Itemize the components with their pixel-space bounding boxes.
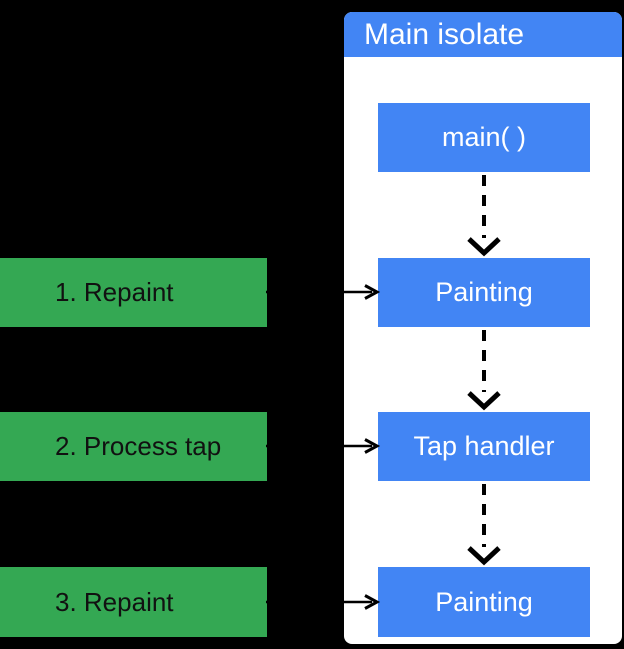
flow-node-label: Painting <box>435 586 533 617</box>
right-arrow-icon <box>266 436 381 456</box>
step-label-process-tap: 2. Process tap <box>0 412 267 481</box>
flow-node-main: main( ) <box>378 103 590 172</box>
main-isolate-header: Main isolate <box>344 12 622 57</box>
flow-node-painting-2: Painting <box>378 567 590 637</box>
dashed-down-arrow-icon <box>466 481 502 567</box>
flow-node-label: Tap handler <box>413 431 555 461</box>
step-label: 3. Repaint <box>55 586 174 617</box>
panel-title: Main isolate <box>364 17 525 51</box>
right-arrow-icon <box>266 282 381 302</box>
flow-node-painting-1: Painting <box>378 258 590 327</box>
flow-node-label: main( ) <box>441 122 526 152</box>
step-label: 2. Process tap <box>55 431 222 461</box>
dashed-down-arrow-icon <box>466 327 502 412</box>
step-label-repaint-3: 3. Repaint <box>0 567 267 637</box>
dashed-down-arrow-icon <box>466 172 502 258</box>
right-arrow-icon <box>266 592 381 612</box>
flow-node-tap-handler: Tap handler <box>378 412 590 481</box>
flow-node-label: Painting <box>435 277 533 307</box>
step-label: 1. Repaint <box>55 277 174 307</box>
step-label-repaint-1: 1. Repaint <box>0 258 267 327</box>
